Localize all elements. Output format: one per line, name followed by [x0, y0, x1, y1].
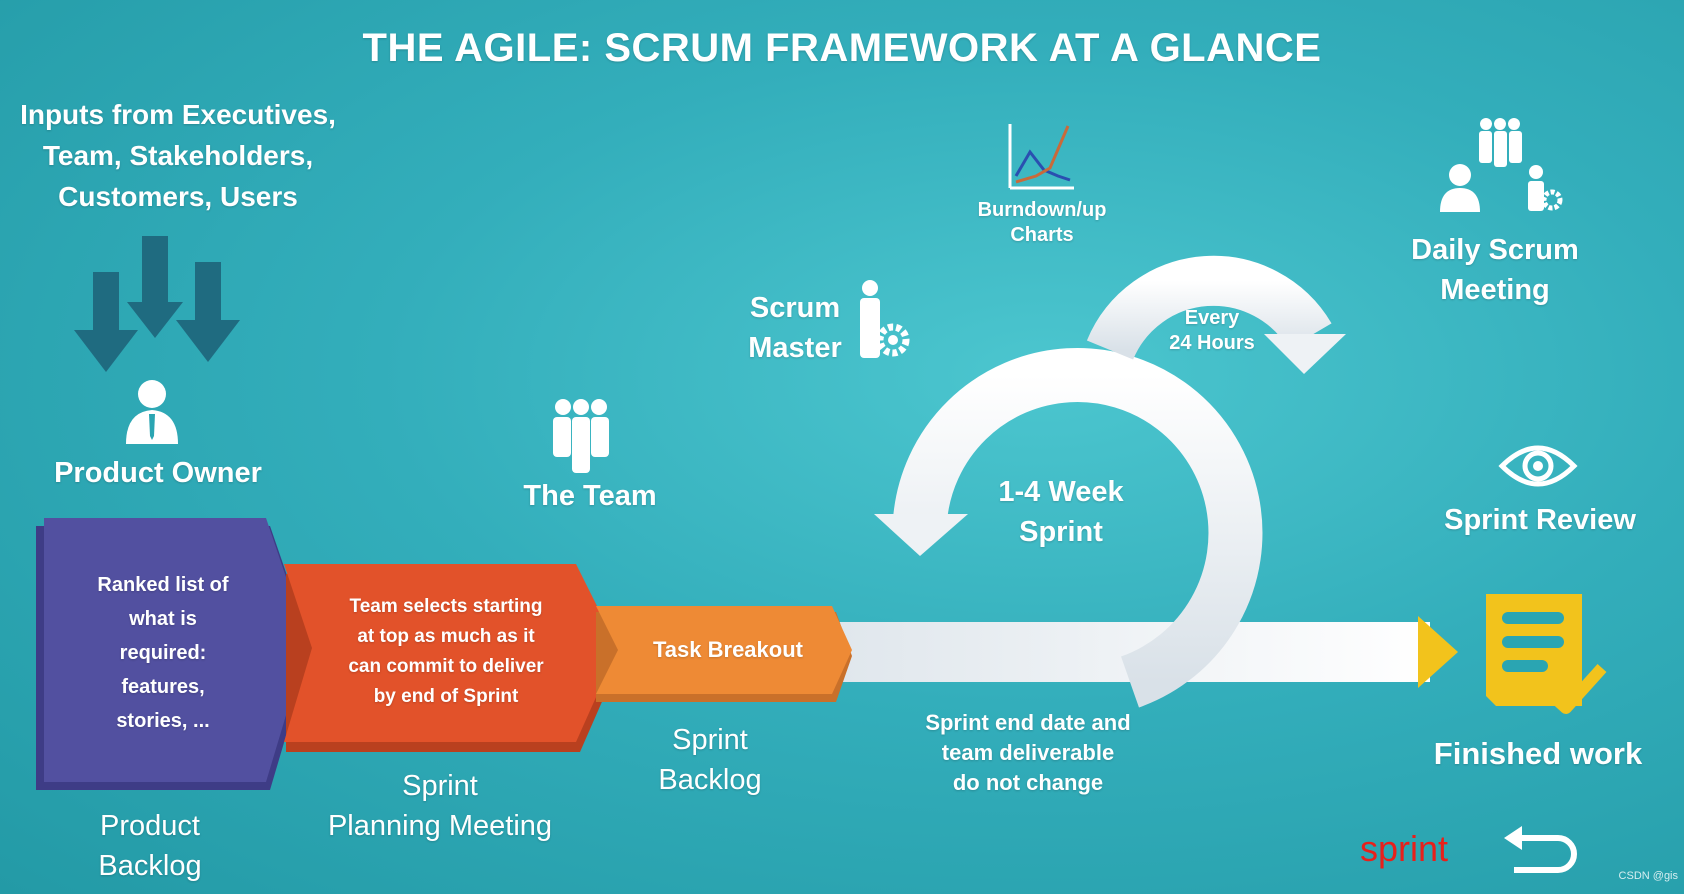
down-arrows-icon	[74, 236, 240, 372]
inputs-label: Inputs from Executives, Team, Stakeholde…	[20, 99, 336, 212]
daily-scrum-label: Daily Scrum Meeting	[1411, 234, 1579, 306]
product-backlog-label: Product Backlog	[98, 810, 202, 882]
task-breakout-box	[596, 606, 852, 702]
burndown-chart-icon	[1008, 124, 1074, 190]
product-owner-label: Product Owner	[54, 457, 262, 489]
finished-document-icon	[1486, 594, 1607, 714]
sprint-loop-arrow	[874, 348, 1263, 708]
daily-loop-label: Every 24 Hours	[1169, 307, 1255, 354]
product-backlog-box-text: Ranked list of what is required: feature…	[97, 574, 229, 732]
person-icon	[126, 380, 178, 444]
eye-icon	[1498, 445, 1578, 487]
scrum-master-icon	[860, 280, 910, 358]
daily-scrum-icon	[1440, 118, 1563, 212]
sprint-note-label: Sprint end date and team deliverable do …	[925, 710, 1131, 795]
watermark: CSDN @gis	[1618, 870, 1678, 882]
sprint-backlog-label: Sprint Backlog	[658, 724, 762, 796]
scrum-master-label: Scrum Master	[748, 292, 842, 364]
sprint-overlay-text: sprint	[1360, 828, 1449, 869]
sprint-planning-box-text: Team selects starting at top as much as …	[348, 596, 544, 707]
sprint-loop-label: 1-4 Week Sprint	[998, 476, 1124, 548]
team-icon	[553, 399, 609, 473]
burndown-label: Burndown/up Charts	[977, 199, 1107, 246]
the-team-label: The Team	[523, 480, 657, 512]
sprint-planning-box	[284, 564, 622, 752]
daily-loop-arrow	[1086, 255, 1346, 374]
page-title: THE AGILE: SCRUM FRAMEWORK AT A GLANCE	[362, 26, 1322, 70]
sprint-flow-arrow	[820, 616, 1458, 688]
product-backlog-box	[36, 518, 312, 790]
sprint-planning-label: Sprint Planning Meeting	[327, 770, 553, 842]
finished-work-label: Finished work	[1433, 736, 1643, 771]
return-arrow-icon[interactable]	[1504, 826, 1577, 873]
task-breakout-box-text: Task Breakout	[653, 637, 803, 662]
sprint-review-label: Sprint Review	[1444, 504, 1636, 536]
